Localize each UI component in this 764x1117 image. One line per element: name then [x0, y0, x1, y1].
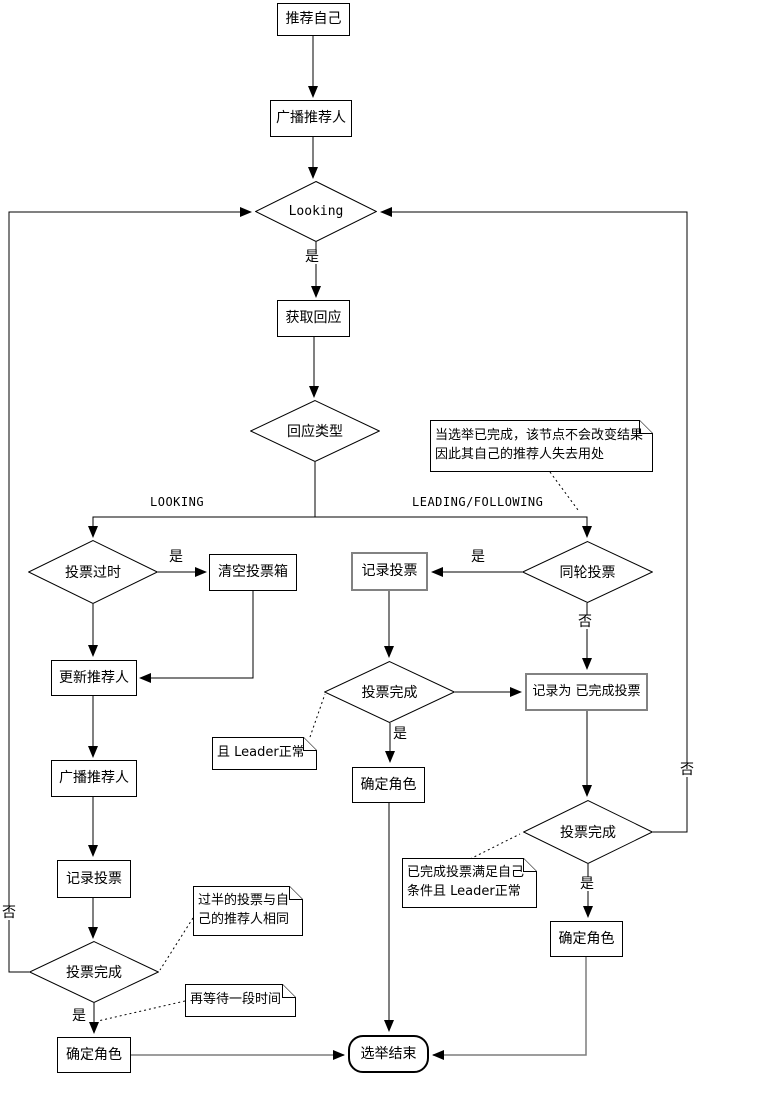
- edge-clearbox-to-update: [139, 591, 254, 683]
- note-text: 当选举已完成，该节点不会改变结果 因此其自己的推荐人失去用处: [435, 428, 644, 462]
- node-label: 投票完成: [66, 965, 122, 981]
- node-same-round-vote: 同轮投票: [522, 541, 653, 603]
- node-label: 获取回应: [285, 310, 342, 327]
- edge-label-no-right: 否: [679, 762, 695, 778]
- connector-note-completed-match: [469, 833, 521, 860]
- edge-branch-leading: [315, 516, 592, 538]
- node-get-response: 获取回应: [277, 300, 350, 337]
- note-text: 再等待一段时间: [190, 992, 282, 1008]
- note-text: 已完成投票满足自己 条件且 Leader正常: [407, 865, 525, 899]
- node-label: 确定角色: [558, 930, 615, 947]
- node-label: 广播推荐人: [276, 110, 346, 127]
- note-wait-more: 再等待一段时间: [185, 984, 296, 1017]
- node-label: 回应类型: [287, 424, 343, 440]
- note-majority-same: 过半的投票与自 己的推荐人相同: [193, 886, 303, 936]
- connector-note-wait: [97, 1000, 186, 1022]
- edge-label-yes-outdated: 是: [168, 549, 184, 565]
- node-clear-ballot-box: 清空投票箱: [209, 554, 297, 591]
- node-looking: Looking: [255, 181, 377, 242]
- node-vote-complete-mid: 投票完成: [324, 661, 455, 723]
- note-text: 且 Leader正常: [217, 745, 305, 761]
- edge-label-yes-left: 是: [71, 1008, 87, 1024]
- node-label: 投票完成: [361, 685, 418, 701]
- node-update-recommender: 更新推荐人: [51, 660, 137, 696]
- node-label: 同轮投票: [559, 565, 616, 581]
- node-label: 记录投票: [361, 563, 418, 580]
- node-label: 投票完成: [560, 825, 616, 841]
- node-label: Looking: [288, 204, 344, 219]
- note-leader-ok: 且 Leader正常: [212, 737, 317, 770]
- connector-note-leader-ok: [309, 693, 326, 738]
- node-confirm-role-right: 确定角色: [550, 921, 623, 957]
- note-election-done: 当选举已完成，该节点不会改变结果 因此其自己的推荐人失去用处: [430, 420, 653, 472]
- edge-confirmright-to-end: [432, 957, 587, 1060]
- node-label: 更新推荐人: [59, 669, 129, 686]
- edge-label-leading-branch: LEADING/FOLLOWING: [411, 495, 545, 509]
- edge-label-yes-right: 是: [579, 876, 595, 892]
- node-label: 确定角色: [66, 1046, 122, 1063]
- node-label: 投票过时: [65, 565, 121, 581]
- connector-note-majority: [159, 917, 194, 971]
- node-label: 广播推荐人: [59, 770, 129, 787]
- edge-label-yes-mid: 是: [392, 726, 408, 742]
- node-label: 确定角色: [360, 776, 417, 793]
- note-completed-match: 已完成投票满足自己 条件且 Leader正常: [402, 858, 537, 908]
- edge-branch-looking: [88, 516, 315, 538]
- node-record-vote-mid: 记录投票: [351, 552, 428, 591]
- node-vote-complete-right: 投票完成: [523, 800, 653, 864]
- edge-label-no-same-round: 否: [577, 614, 593, 630]
- node-record-vote-left: 记录投票: [57, 860, 131, 898]
- edge-label-yes-looking: 是: [304, 249, 320, 265]
- node-label: 记录投票: [66, 870, 122, 887]
- node-broadcast-recommender-1: 广播推荐人: [270, 100, 352, 137]
- node-confirm-role-mid: 确定角色: [352, 767, 425, 803]
- node-label: 清空投票箱: [218, 564, 288, 581]
- node-broadcast-recommender-2: 广播推荐人: [51, 760, 137, 797]
- node-confirm-role-left: 确定角色: [57, 1037, 131, 1073]
- node-label: 记录为 已完成投票: [532, 684, 641, 700]
- node-response-type: 回应类型: [250, 400, 380, 462]
- edge-label-looking-branch: LOOKING: [149, 495, 206, 509]
- node-vote-complete-left: 投票完成: [29, 941, 159, 1003]
- node-record-completed-vote: 记录为 已完成投票: [525, 673, 648, 711]
- node-vote-outdated: 投票过时: [28, 540, 158, 604]
- edge-label-no-left: 否: [1, 905, 17, 921]
- edge-complete-right-no-loop: [380, 207, 688, 833]
- edge-complete-left-no-loop: [8, 207, 252, 973]
- node-label: 选举结束: [360, 1045, 417, 1062]
- node-election-end: 选举结束: [348, 1035, 429, 1073]
- connector-note-election-done: [549, 471, 579, 511]
- node-label: 推荐自己: [285, 11, 342, 28]
- edge-label-yes-same-round: 是: [470, 549, 486, 565]
- note-text: 过半的投票与自 己的推荐人相同: [198, 893, 290, 927]
- node-recommend-self: 推荐自己: [277, 3, 350, 36]
